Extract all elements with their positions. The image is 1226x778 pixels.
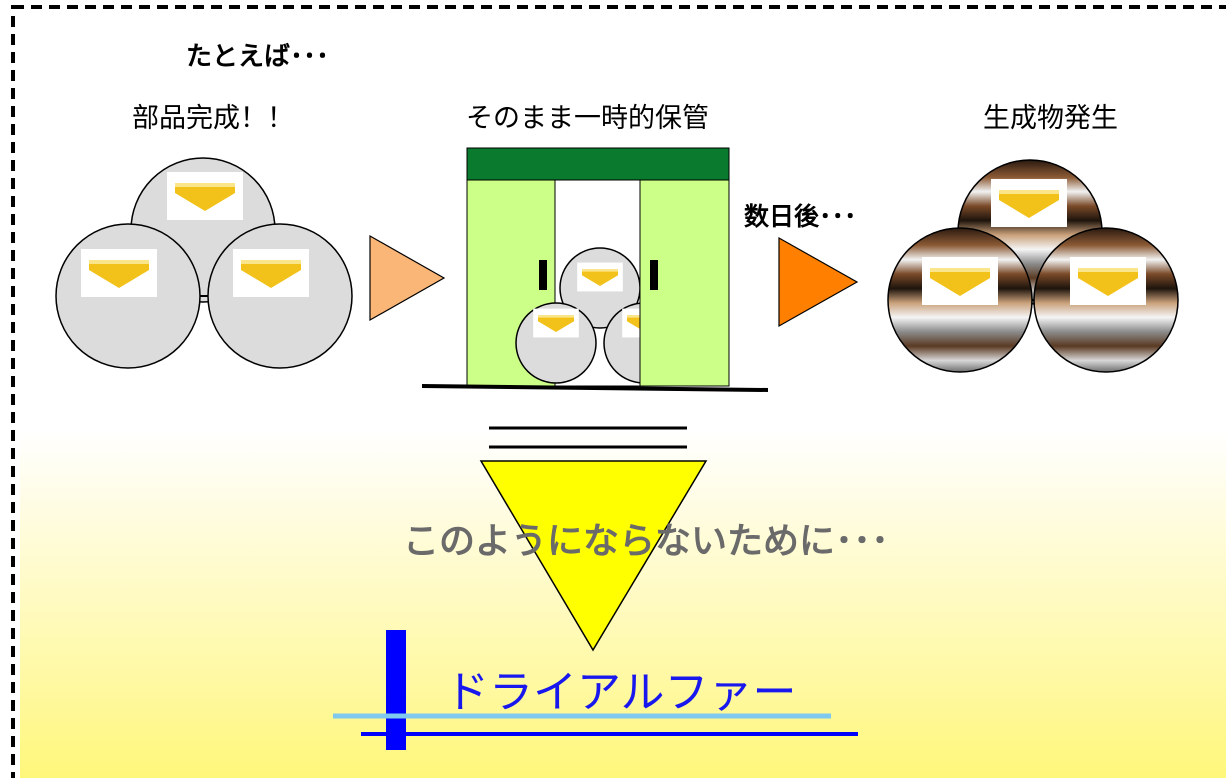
product-bar-vertical — [386, 630, 406, 750]
new-badge-icon — [991, 179, 1067, 227]
days-later-label: 数日後･･･ — [744, 202, 857, 231]
step-label-product-generated: 生成物発生 — [983, 103, 1118, 134]
funnel-triangle-icon — [479, 460, 708, 652]
new-badge-icon — [922, 257, 998, 305]
step-label-completed: 部品完成！！ — [132, 103, 294, 134]
storage-cabinet-icon — [421, 147, 769, 392]
new-badge-icon — [1070, 257, 1146, 305]
intro-text: たとえば･･･ — [186, 42, 330, 72]
new-badge-icon — [233, 249, 309, 297]
step-label-storage: そのまま一時的保管 — [466, 103, 709, 134]
arrow-right-icon — [778, 236, 859, 328]
new-badge-icon — [81, 249, 157, 297]
arrow-right-icon — [369, 234, 446, 322]
part-cluster-corroded — [887, 159, 1179, 373]
product-name: ドライアルファー — [445, 667, 797, 718]
part-cluster-gray — [55, 157, 353, 369]
prevent-text: このようにならないために･･･ — [403, 521, 890, 562]
new-badge-icon — [167, 172, 243, 220]
